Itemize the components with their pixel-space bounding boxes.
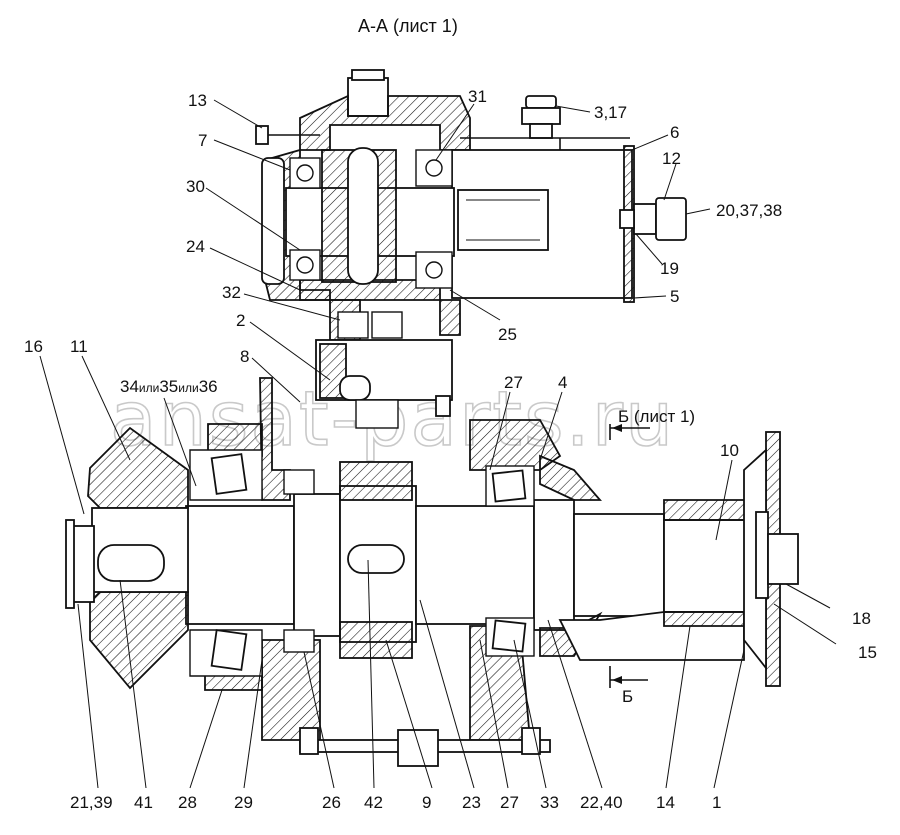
callout-6: 6 bbox=[670, 123, 679, 142]
callout-1: 1 bbox=[712, 793, 721, 812]
callout-41: 41 bbox=[134, 793, 153, 812]
callout-22-40: 22,40 bbox=[580, 793, 623, 812]
callout-14: 14 bbox=[656, 793, 675, 812]
intermediate-gear bbox=[315, 299, 453, 429]
callout-27-bottom: 27 bbox=[500, 793, 519, 812]
upper-housing bbox=[255, 69, 687, 336]
callout-32: 32 bbox=[222, 283, 241, 302]
callout-4: 4 bbox=[558, 373, 567, 392]
section-mark-bottom: Б bbox=[622, 687, 633, 706]
callout-25: 25 bbox=[498, 325, 517, 344]
leader-lines bbox=[39, 99, 837, 789]
callout-19: 19 bbox=[660, 259, 679, 278]
section-mark-top: Б (лист 1) bbox=[618, 407, 695, 426]
callout-26: 26 bbox=[322, 793, 341, 812]
callout-28: 28 bbox=[178, 793, 197, 812]
callout-42: 42 bbox=[364, 793, 383, 812]
callout-21-39: 21,39 bbox=[70, 793, 113, 812]
callout-31: 31 bbox=[468, 87, 487, 106]
callout-15: 15 bbox=[858, 643, 877, 662]
lower-housing bbox=[65, 377, 799, 767]
callout-12: 12 bbox=[662, 149, 681, 168]
callout-34-35-36: 34или35или36 bbox=[120, 377, 218, 396]
callout-33: 33 bbox=[540, 793, 559, 812]
callout-7: 7 bbox=[198, 131, 207, 150]
callout-18: 18 bbox=[852, 609, 871, 628]
callout-16: 16 bbox=[24, 337, 43, 356]
callout-13: 13 bbox=[188, 91, 207, 110]
callout-2: 2 bbox=[236, 311, 245, 330]
callout-23: 23 bbox=[462, 793, 481, 812]
callout-8: 8 bbox=[240, 347, 249, 366]
callout-30: 30 bbox=[186, 177, 205, 196]
callout-27-top: 27 bbox=[504, 373, 523, 392]
drawing-title: А-А (лист 1) bbox=[358, 16, 458, 36]
callout-3-17: 3,17 bbox=[594, 103, 627, 122]
callout-24: 24 bbox=[186, 237, 205, 256]
callout-29: 29 bbox=[234, 793, 253, 812]
callout-9: 9 bbox=[422, 793, 431, 812]
callout-5: 5 bbox=[670, 287, 679, 306]
callout-10: 10 bbox=[720, 441, 739, 460]
callout-20-37-38: 20,37,38 bbox=[716, 201, 782, 220]
callout-11: 11 bbox=[70, 337, 88, 356]
callout-labels: 13 31 3,17 7 6 12 30 20,37,38 19 24 5 32… bbox=[24, 87, 877, 812]
